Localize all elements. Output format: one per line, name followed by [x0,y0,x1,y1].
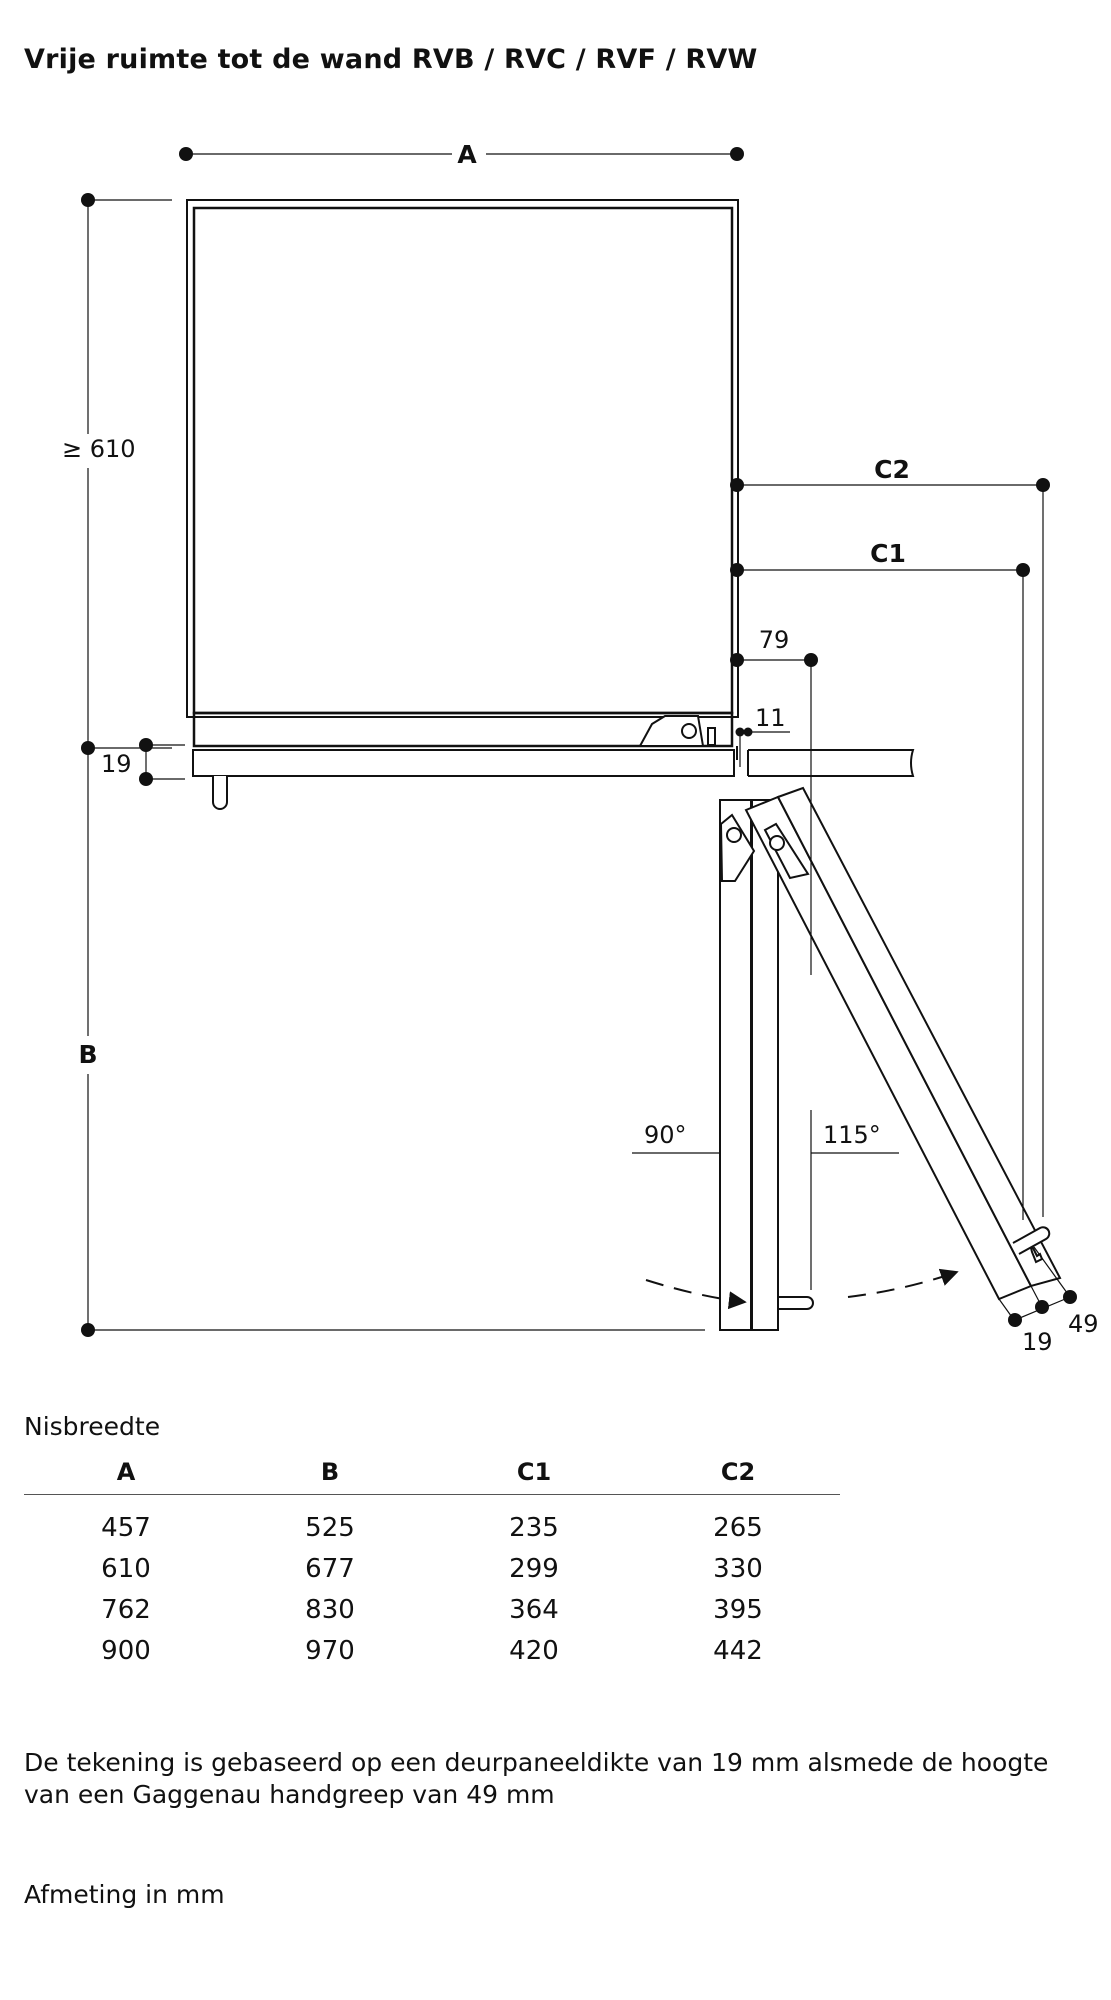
dimension-label-handle-19: 19 [1022,1328,1053,1356]
page-title: Vrije ruimte tot de wand RVB / RVC / RVF… [24,44,758,75]
door-open-90 [719,799,814,1331]
table-cell: 677 [305,1553,355,1584]
dimension-label-11: 11 [755,704,786,732]
dimensions-table: A B C1 C2 457 525 235 265 610 677 299 33… [24,1450,840,1671]
adjacent-cabinet [747,749,915,777]
column-header-c2: C2 [636,1450,840,1495]
angle-label-90: 90° [644,1121,687,1149]
swing-arcs [645,1268,959,1310]
table-row: 457 525 235 265 [24,1495,840,1549]
drawing-note: De tekening is gebaseerd op een deurpane… [24,1748,1049,1809]
table-cell: 364 [509,1594,559,1625]
clearance-diagram: A ≥ 610 B 19 C2 C1 79 11 90° 115° 19 49 [62,140,1099,1356]
dimension-label-c2: C2 [874,455,910,484]
dimension-label-panel-thickness: 19 [101,750,132,778]
dimension-label-b: B [78,1040,97,1069]
column-header-b: B [228,1450,432,1495]
dimension-label-a: A [457,140,477,169]
table-cell: 762 [101,1594,151,1625]
dimension-label-c1: C1 [870,539,906,568]
door-panel-closed [192,749,735,810]
table-cell: 265 [713,1512,763,1543]
table-cell: 420 [509,1635,559,1666]
angle-label-115: 115° [823,1121,881,1149]
table-cell: 900 [101,1635,151,1666]
column-header-c1: C1 [432,1450,636,1495]
dimension-label-79: 79 [759,626,790,654]
dimension-label-depth: ≥ 610 [62,435,136,463]
units-note: Afmeting in mm [24,1880,225,1909]
table-cell: 299 [509,1553,559,1584]
column-header-a: A [24,1450,228,1495]
table-cell: 830 [305,1594,355,1625]
table-cell: 395 [713,1594,763,1625]
dimension-label-handle-49: 49 [1068,1310,1099,1338]
table-cell: 525 [305,1512,355,1543]
table-cell: 442 [713,1635,763,1666]
table-caption: Nisbreedte [24,1412,161,1441]
table-header-row: A B C1 C2 [24,1450,840,1495]
table-row: 610 677 299 330 [24,1548,840,1589]
table-cell: 457 [101,1512,151,1543]
table-row: 762 830 364 395 [24,1589,840,1630]
door-open-115 [744,786,1062,1301]
hinge-closed [638,715,716,747]
table-cell: 235 [509,1512,559,1543]
table-cell: 610 [101,1553,151,1584]
appliance-body [186,199,739,760]
table-row: 900 970 420 442 [24,1630,840,1671]
dimension-dots [81,147,1077,1337]
table-cell: 970 [305,1635,355,1666]
table-cell: 330 [713,1553,763,1584]
